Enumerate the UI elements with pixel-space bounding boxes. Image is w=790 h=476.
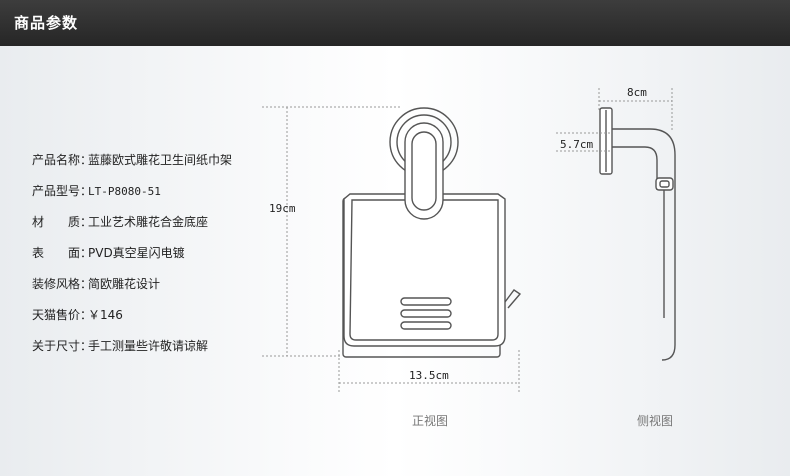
- spec-list: 产品名称：蓝藤欧式雕花卫生间纸巾架 产品型号：LT-P8080-51 材 质：工…: [32, 151, 232, 368]
- spec-row-name: 产品名称：蓝藤欧式雕花卫生间纸巾架: [32, 151, 232, 182]
- arm-outer: [612, 128, 676, 361]
- slot-3: [400, 321, 452, 330]
- spec-value: 简欧雕花设计: [88, 277, 161, 291]
- side-view-caption: 侧视图: [637, 413, 673, 428]
- spec-value: 蓝藤欧式雕花卫生间纸巾架: [88, 153, 233, 167]
- cover-outline: [343, 193, 506, 347]
- end-cap: [655, 177, 674, 191]
- spec-row-size-note: 关于尺寸：手工测量些许敬请谅解: [32, 337, 232, 368]
- header-bar: 商品参数: [0, 0, 790, 46]
- spec-value: PVD真空星闪电镀: [88, 246, 185, 260]
- link-outer: [404, 122, 444, 220]
- spec-row-price: 天猫售价：￥146: [32, 306, 232, 337]
- spec-value: 手工测量些许敬请谅解: [88, 339, 209, 353]
- end-cap-inner: [659, 180, 670, 188]
- front-dimension-lines: [262, 106, 520, 392]
- spec-row-material: 材 质：工业艺术雕花合金底座: [32, 213, 232, 244]
- front-view-drawing: [342, 107, 522, 358]
- cover-inner-outline: [349, 199, 499, 341]
- spec-label: 产品名称：: [32, 153, 93, 167]
- depth-label: 8cm: [627, 86, 647, 99]
- slot-2: [400, 309, 452, 318]
- spec-value: LT-P8080-51: [88, 185, 161, 198]
- spec-value: ￥146: [88, 308, 123, 322]
- spec-row-style: 装修风格：简欧雕花设计: [32, 275, 232, 306]
- spec-value: 工业艺术雕花合金底座: [88, 215, 209, 229]
- side-dimension-lines: [556, 88, 673, 152]
- spec-label: 产品型号：: [32, 184, 93, 198]
- spec-row-surface: 表 面：PVD真空星闪电镀: [32, 244, 232, 275]
- spec-label: 天猫售价：: [32, 308, 93, 322]
- slot-1: [400, 297, 452, 306]
- section-title: 商品参数: [14, 14, 79, 32]
- side-view-drawing: [599, 107, 676, 361]
- height-label: 19cm: [269, 202, 296, 215]
- spec-label: 材 质：: [32, 215, 93, 229]
- side-tab: [504, 289, 522, 309]
- arm-inner: [612, 146, 658, 190]
- spec-label: 装修风格：: [32, 277, 93, 291]
- width-label: 13.5cm: [409, 369, 449, 382]
- spec-row-model: 产品型号：LT-P8080-51: [32, 182, 232, 213]
- base-label: 5.7cm: [560, 138, 593, 151]
- front-view-caption: 正视图: [412, 413, 448, 428]
- spec-label: 关于尺寸：: [32, 339, 93, 353]
- link-inner: [411, 131, 437, 211]
- spec-label: 表 面：: [32, 246, 93, 260]
